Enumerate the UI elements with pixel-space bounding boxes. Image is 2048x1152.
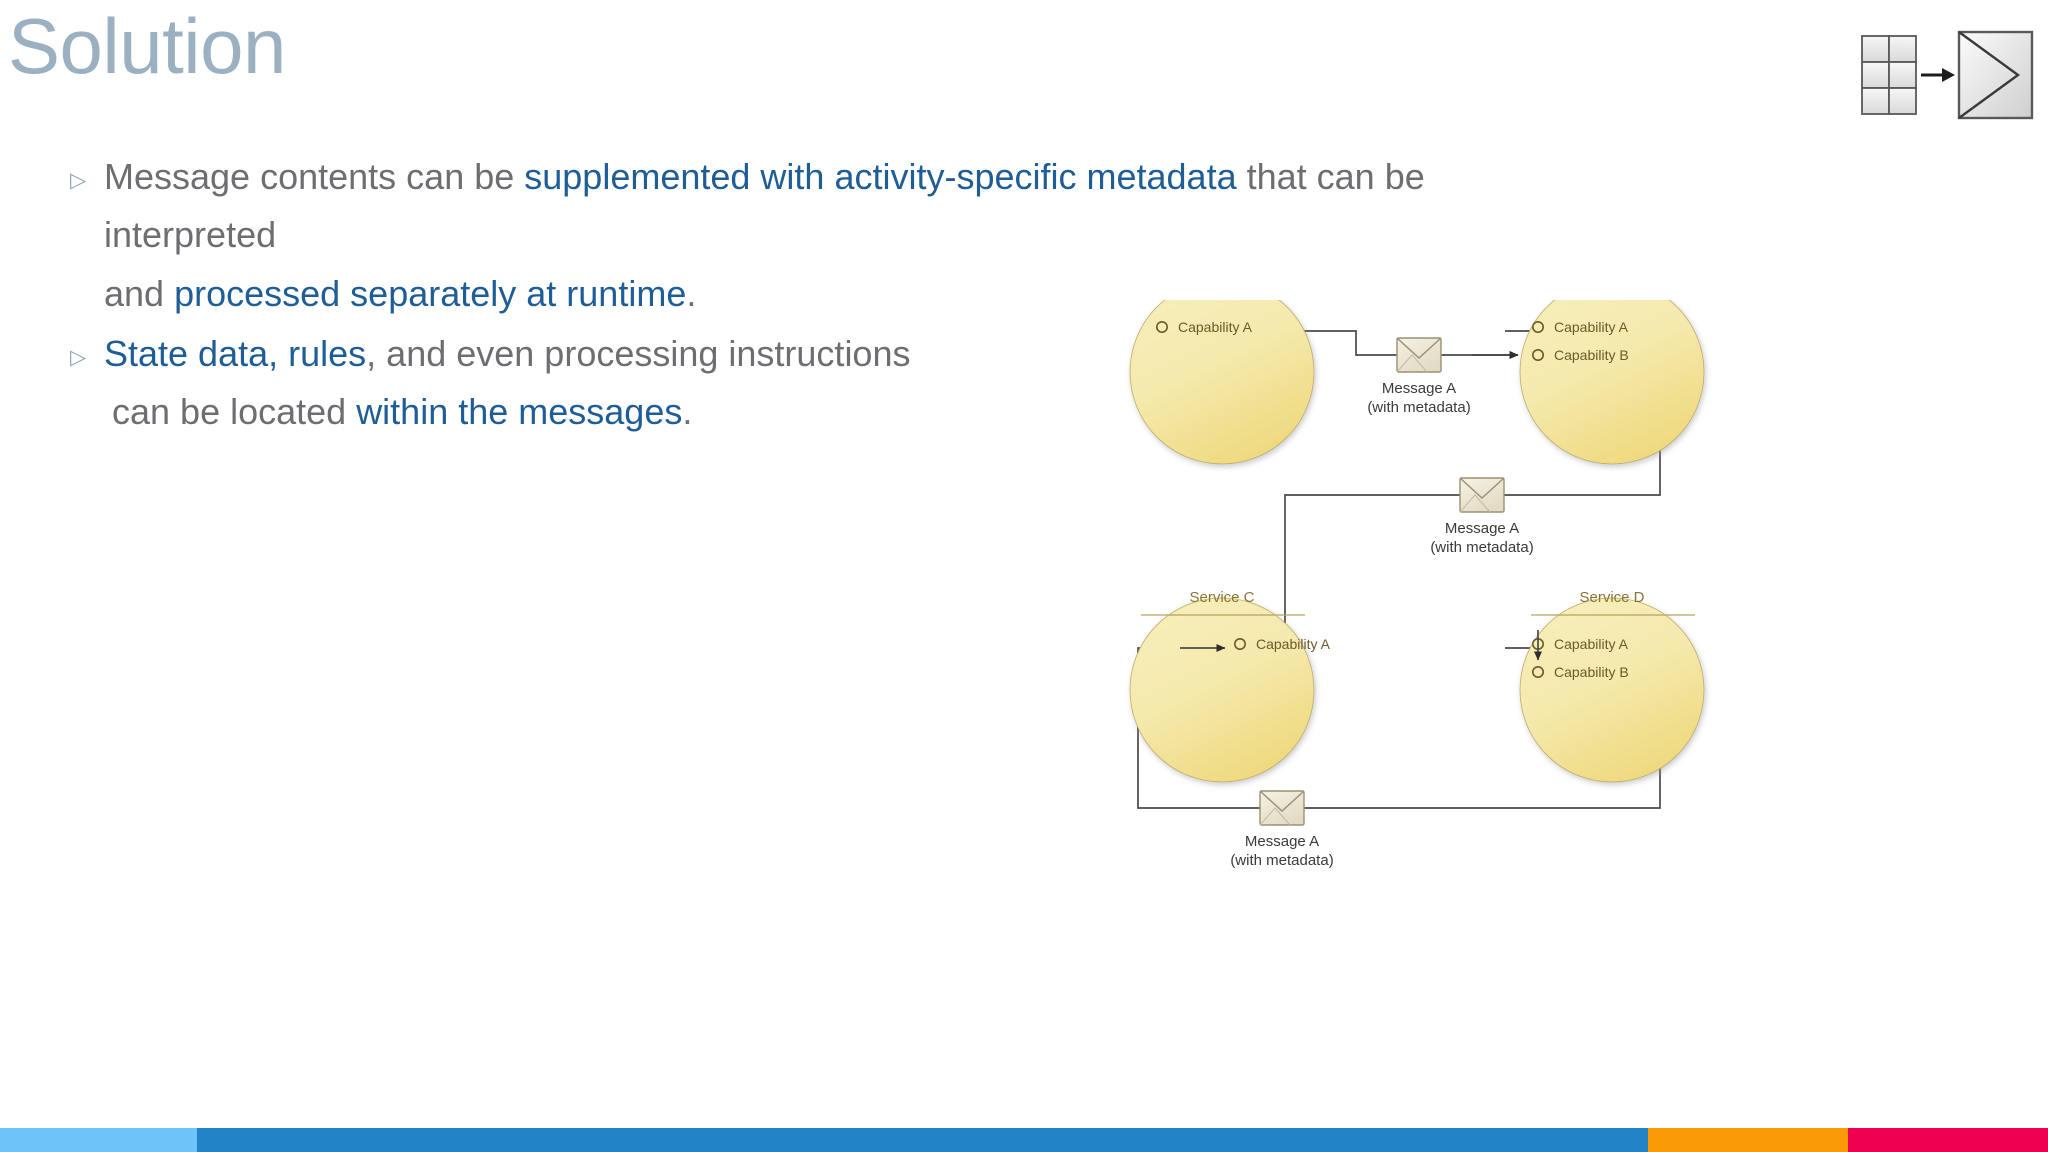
service-d-circle	[1519, 597, 1705, 783]
bullet-text-1: Message contents can be supplemented wit…	[104, 148, 1490, 323]
envelope-icon	[1459, 477, 1505, 513]
service-c-title: Service C	[1189, 589, 1254, 606]
connector-heads	[1180, 351, 1542, 661]
bullet-2-line-1-seg-1: State data, rules	[104, 332, 367, 374]
bullet-2-line-2: can be located within the messages.	[104, 383, 1490, 441]
message-middle-line-2: (with metadata)	[1430, 539, 1533, 556]
arrow-right-icon	[1921, 68, 1955, 82]
service-b-node[interactable]: Service B Capability A Capability B	[1519, 300, 1705, 465]
service-b-cap-0-bullet	[1531, 320, 1544, 333]
service-a-cap-0-label: Capability A	[1178, 319, 1253, 335]
bullet-2-line-2-seg-1: can be located	[112, 391, 357, 433]
service-d-cap-0-label: Capability A	[1554, 636, 1629, 652]
bullet-list: ▷ Message contents can be supplemented w…	[70, 148, 1490, 444]
bullet-2-line-1-seg-2: , and even processing instructions	[366, 332, 911, 374]
service-d-node[interactable]: Service D Capability A Capability B	[1519, 589, 1705, 783]
bullet-1-line-1-seg-1: Message contents can be	[104, 156, 525, 197]
bullet-item-2: ▷ State data, rules, and even processing…	[70, 325, 1490, 442]
bullet-1-line-2: and processed separately at runtime.	[104, 265, 1490, 323]
page-title: Solution	[8, 2, 286, 90]
service-c-cap-0-label: Capability A	[1256, 636, 1331, 652]
bullet-1-line-1-seg-3: that can be interpreted	[104, 156, 1425, 256]
service-b-cap-0-label: Capability A	[1554, 319, 1629, 335]
message-middle-group[interactable]: Message A (with metadata)	[1430, 477, 1534, 556]
message-bottom-group[interactable]: Message A (with metadata)	[1230, 790, 1334, 869]
message-bottom-line-1: Message A	[1245, 833, 1319, 850]
service-messaging-diagram: Service A Capability A Service B Capabil…	[1120, 300, 2048, 1130]
segment-orange	[1648, 1128, 1848, 1152]
segment-crimson	[1848, 1128, 2048, 1152]
table-grid-icon	[1861, 35, 1917, 115]
envelope-icon	[1259, 790, 1305, 826]
bullet-text-2: State data, rules, and even processing i…	[104, 325, 1490, 442]
service-b-cap-1-label: Capability B	[1554, 347, 1629, 363]
segment-light-blue	[0, 1128, 197, 1152]
message-top-line-2: (with metadata)	[1367, 399, 1470, 416]
bullet-2-line-2-seg-2: within the messages	[356, 391, 683, 433]
service-a-node[interactable]: Service A Capability A	[1129, 300, 1315, 465]
message-middle-line-1: Message A	[1445, 520, 1519, 537]
grid-to-envelope-icon	[1858, 22, 2038, 132]
bullet-item-1: ▷ Message contents can be supplemented w…	[70, 148, 1490, 323]
service-a-cap-0-bullet	[1155, 320, 1168, 333]
bullet-marker-icon: ▷	[70, 169, 87, 192]
bullet-1-line-2-seg-2: processed separately at runtime	[174, 272, 687, 314]
service-a-circle	[1129, 300, 1315, 465]
segment-blue	[197, 1128, 1648, 1152]
bullet-2-line-2-seg-3: .	[682, 391, 693, 433]
bullet-1-line-2-seg-3: .	[686, 272, 697, 314]
bullet-2-line-1: State data, rules, and even processing i…	[104, 325, 1490, 383]
service-d-cap-1-bullet	[1531, 665, 1544, 678]
bullet-1-line-2-seg-1: and	[104, 272, 175, 314]
service-b-cap-1-bullet	[1531, 348, 1544, 361]
service-d-title: Service D	[1579, 589, 1644, 606]
service-c-circle	[1129, 597, 1315, 783]
message-bottom-line-2: (with metadata)	[1230, 852, 1333, 869]
bottom-color-bar	[0, 1128, 2048, 1152]
service-d-cap-1-label: Capability B	[1554, 664, 1629, 680]
bullet-1-line-1: Message contents can be supplemented wit…	[104, 148, 1490, 265]
bullet-1-line-1-seg-2: supplemented with activity-specific meta…	[524, 156, 1237, 197]
envelope-icon	[1396, 337, 1442, 373]
bullet-marker-icon: ▷	[70, 345, 87, 369]
service-b-circle	[1519, 300, 1705, 465]
envelope-icon	[1957, 30, 2034, 120]
message-top-group[interactable]: Message A (with metadata)	[1367, 337, 1471, 416]
service-c-node[interactable]: Service C Capability A	[1129, 589, 1331, 783]
service-c-cap-0-bullet	[1234, 637, 1247, 650]
message-top-line-1: Message A	[1382, 380, 1456, 397]
